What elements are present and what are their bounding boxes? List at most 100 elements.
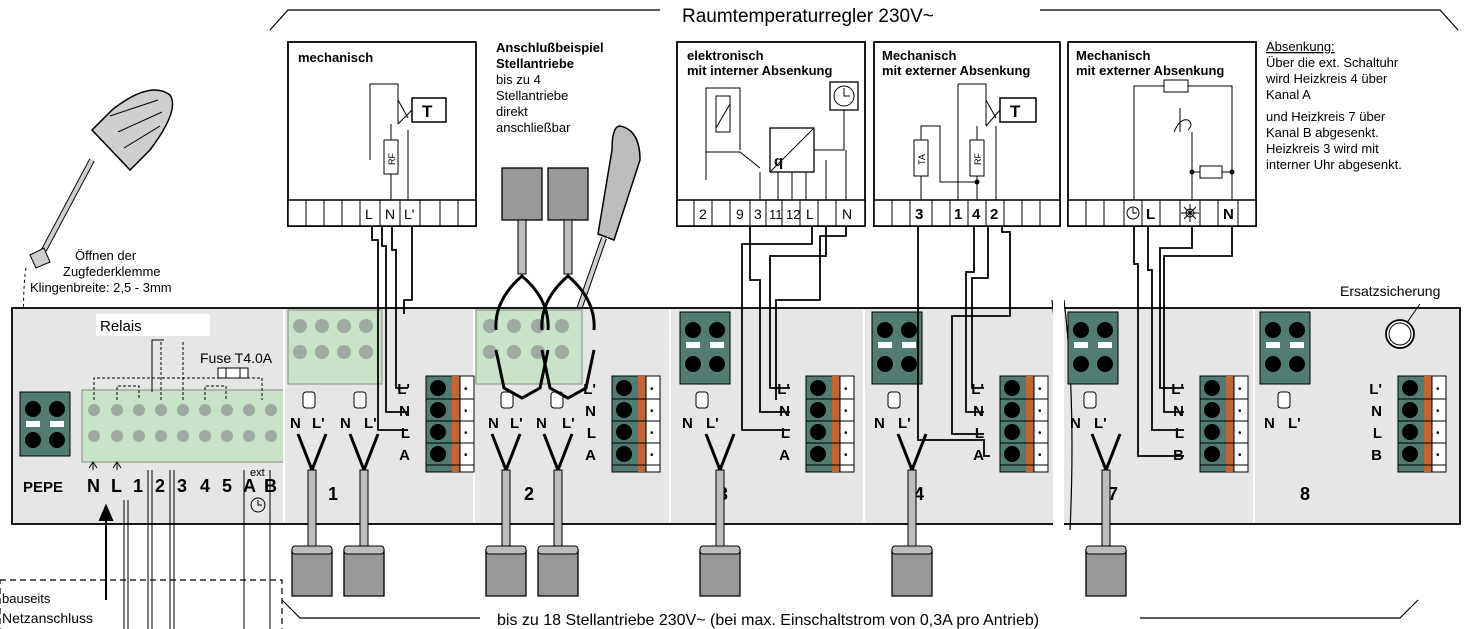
spring-clamp — [315, 319, 329, 333]
spring-clamp — [359, 345, 373, 359]
actuator — [891, 433, 933, 597]
wire — [971, 226, 989, 389]
spare-fuse — [1385, 319, 1415, 349]
conn-label: B — [1371, 447, 1382, 464]
actuator — [699, 433, 741, 597]
svg-text:•: • — [650, 384, 654, 395]
svg-text:2: 2 — [699, 206, 707, 222]
svg-text:Mechanisch: Mechanisch — [882, 48, 956, 63]
svg-text:•: • — [844, 428, 848, 439]
relais-label: Relais — [100, 318, 142, 335]
wire — [1133, 226, 1184, 457]
svg-text:und Heizkreis 7 über: und Heizkreis 7 über — [1266, 109, 1386, 124]
wire — [1159, 226, 1193, 389]
top-title: Raumtemperaturregler 230V~ — [682, 6, 934, 27]
svg-text:3: 3 — [754, 206, 762, 222]
screwdriver-left — [29, 89, 174, 269]
wire — [965, 226, 984, 413]
svg-text:L: L — [111, 476, 122, 496]
zone-terminal-7 — [1067, 311, 1119, 385]
svg-text:q: q — [774, 153, 783, 170]
svg-text:N: N — [87, 476, 100, 496]
svg-text:Absenkung:: Absenkung: — [1266, 39, 1335, 54]
actuator-label-l: L' — [1288, 415, 1301, 432]
svg-text:•: • — [1038, 406, 1042, 417]
bottom-note: bis zu 18 Stellantriebe 230V~ (bei max. … — [497, 612, 1039, 629]
svg-text:T: T — [1010, 102, 1021, 121]
svg-text:Anschlußbeispiel: Anschlußbeispiel — [496, 40, 604, 55]
svg-text:direkt: direkt — [496, 104, 528, 119]
thermostat-mechanisch-extern-1: Mechanisch mit externer Absenkung T TA R… — [873, 41, 1061, 227]
svg-text:RF: RF — [973, 153, 983, 165]
wire — [749, 226, 790, 413]
connection-block-8: L'•N•L•B• — [1369, 375, 1447, 473]
main-terminal-labels: N L 1 2 3 4 5 A B ext — [87, 467, 277, 513]
thermostat-1-T: T — [422, 102, 433, 121]
svg-text:ext: ext — [250, 467, 265, 479]
bauseits-label: bauseits — [2, 591, 51, 606]
zone-terminal-4 — [871, 311, 923, 385]
zone-number-2: 2 — [524, 484, 534, 504]
svg-text:•: • — [464, 450, 468, 461]
zone-terminal-8 — [1259, 311, 1311, 385]
spring-clamp — [555, 319, 569, 333]
svg-text:Klingenbreite: 2,5 - 3mm: Klingenbreite: 2,5 - 3mm — [30, 280, 172, 295]
actuator-label-n: N — [488, 415, 499, 432]
actuator-label-n: N — [1264, 415, 1275, 432]
svg-text:•: • — [1436, 428, 1440, 439]
svg-text:Mechanisch: Mechanisch — [1076, 48, 1150, 63]
svg-text:mit externer Absenkung: mit externer Absenkung — [1076, 63, 1224, 78]
spring-clamp — [359, 319, 373, 333]
svg-text:N: N — [1223, 206, 1234, 223]
tool-note: Öffnen der Zugfederklemme Klingenbreite:… — [30, 248, 172, 295]
svg-text:4: 4 — [972, 206, 981, 223]
wire — [381, 226, 408, 413]
conn-label: A — [779, 447, 790, 464]
svg-text:•: • — [1436, 384, 1440, 395]
clock-icon-ext — [250, 497, 266, 513]
actuator — [343, 433, 385, 597]
svg-text:5: 5 — [222, 476, 232, 496]
actuator-label-n: N — [874, 415, 885, 432]
svg-text:•: • — [844, 406, 848, 417]
conn-label: L' — [1369, 381, 1382, 398]
svg-text:•: • — [1238, 406, 1242, 417]
actuator-label-l: L' — [562, 415, 575, 432]
svg-text:wird Heizkreis 4 über: wird Heizkreis 4 über — [1265, 71, 1388, 86]
bottom-bracket — [281, 599, 1419, 619]
thermostat-elektronisch: elektronisch mit interner Absenkung q 2 … — [676, 41, 866, 227]
connection-block-3: L'•N•L•A• — [777, 375, 855, 473]
spring-clamp — [507, 319, 521, 333]
bauseits-box — [0, 579, 283, 629]
conn-label: L — [1373, 425, 1382, 442]
svg-text:3: 3 — [177, 476, 187, 496]
wire — [741, 226, 813, 431]
thermostat-1-title: mechanisch — [298, 50, 373, 65]
connection-block-2: L'•N•L•A• — [583, 375, 661, 473]
svg-text:12: 12 — [786, 207, 800, 222]
wire — [1147, 226, 1184, 431]
actuator — [485, 433, 527, 597]
absenkung-note: Absenkung: Über die ext. Schaltuhr wird … — [1265, 39, 1402, 172]
spring-clamp — [315, 345, 329, 359]
zone-number-8: 8 — [1300, 484, 1310, 504]
wire — [917, 226, 990, 457]
actuator-label-l: L' — [1094, 415, 1107, 432]
thermostat-mechanisch: mechanisch T RF L N L' — [287, 41, 477, 227]
thermostat-1-term-L2: L' — [404, 206, 414, 222]
spring-clamp — [555, 345, 569, 359]
wire — [391, 226, 408, 389]
connection-block-4: L'•N•L•A• — [971, 375, 1049, 473]
svg-text:•: • — [464, 384, 468, 395]
conn-label: L — [1175, 425, 1184, 442]
actuator — [291, 433, 333, 597]
svg-text:Zugfederklemme: Zugfederklemme — [63, 264, 161, 279]
svg-text:2: 2 — [155, 476, 165, 496]
actuator-top — [494, 167, 550, 400]
actuator-label-l: L' — [312, 415, 325, 432]
thermostat-mechanisch-extern-2: Mechanisch mit externer Absenkung L N — [1067, 41, 1257, 227]
conn-label: L — [781, 425, 790, 442]
svg-text:Stellantriebe: Stellantriebe — [496, 56, 574, 71]
svg-text:•: • — [1436, 450, 1440, 461]
svg-text:Heizkreis 3 wird mit: Heizkreis 3 wird mit — [1266, 141, 1379, 156]
